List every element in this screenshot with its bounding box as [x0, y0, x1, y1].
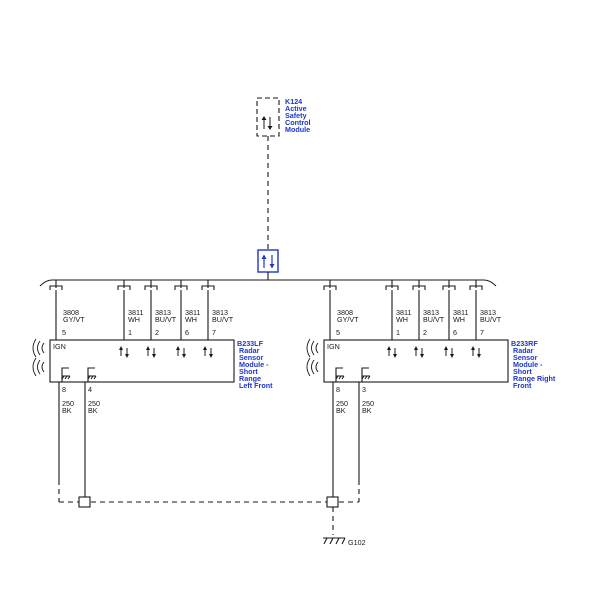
k124-label-line: Module: [285, 125, 310, 134]
right-pin-number: 7: [480, 328, 484, 337]
right-pin-color: BU/VT: [480, 315, 502, 324]
left-module-name-line: Left Front: [239, 381, 273, 390]
right-pin-circuit: 3813: [480, 308, 496, 317]
left-pin-color: BU/VT: [212, 315, 234, 324]
left-pin-color: BU/VT: [155, 315, 177, 324]
right-pin-circuit: 3808: [337, 308, 353, 317]
splice-pack[interactable]: [78, 496, 91, 508]
left-pin-number: 1: [128, 328, 132, 337]
right-ign-label: IGN: [327, 342, 340, 351]
left-bottom-color: BK: [62, 406, 72, 415]
right-top-wires: [323, 280, 483, 340]
left-pin-circuit: 3813: [155, 308, 171, 317]
left-pin-color: WH: [185, 315, 197, 324]
bidirectional-arrow-icon: [257, 249, 279, 273]
right-module-name-line: Range Right: [513, 374, 556, 383]
right-bottom-circuit: 250: [362, 399, 374, 408]
bidirectional-arrow-icon: [387, 346, 397, 358]
right-bottom-pin: 3: [362, 385, 366, 394]
radar-wave-icon: [32, 357, 45, 377]
left-module-name-line: Short: [239, 367, 258, 376]
k124-module[interactable]: K124 Active Safety Control Module: [256, 97, 311, 137]
left-module-name-line: B233LF: [237, 339, 264, 348]
right-module-name-line: Short: [513, 367, 532, 376]
left-pin-number: 5: [62, 328, 66, 337]
left-bottom-color: BK: [88, 406, 98, 415]
right-pin-number: 2: [423, 328, 427, 337]
ground-symbol-icon: [61, 367, 71, 382]
bidirectional-arrow-icon: [471, 346, 481, 358]
left-module-name-line: Radar: [239, 346, 260, 355]
left-module-name-line: Sensor: [239, 353, 264, 362]
left-bottom-circuit: 250: [62, 399, 74, 408]
radar-wave-icon: [306, 357, 319, 377]
left-module-name-line: Range: [239, 374, 261, 383]
right-pin-number: 5: [336, 328, 340, 337]
left-bottom-circuit: 250: [88, 399, 100, 408]
right-pin-circuit: 3813: [423, 308, 439, 317]
left-pin-circuit: 3811: [185, 308, 200, 317]
k124-label-line: K124: [285, 97, 302, 106]
left-pin-number: 6: [185, 328, 189, 337]
right-pin-color: GY/VT: [337, 315, 359, 324]
ground-symbol-icon: [87, 367, 97, 382]
splice-pack[interactable]: [326, 496, 339, 508]
left-pin-color: WH: [128, 315, 140, 324]
bidirectional-arrow-icon: [176, 346, 186, 358]
bidirectional-arrow-icon: [146, 346, 156, 358]
right-bottom-pin: 8: [336, 385, 340, 394]
k124-box: [256, 97, 280, 137]
right-bottom-circuit: 250: [336, 399, 348, 408]
ground-symbol-icon: [361, 367, 371, 382]
left-module-name-line: Module -: [239, 360, 269, 369]
left-bottom-pin: 8: [62, 385, 66, 394]
ground-symbol-icon: [335, 367, 345, 382]
left-pin-circuit: 3808: [63, 308, 79, 317]
radar-wave-icon: [32, 338, 45, 358]
ground-g102[interactable]: G102: [323, 537, 366, 547]
right-module-name-line: B233RF: [511, 339, 538, 348]
serial-data-link-icon[interactable]: [257, 249, 279, 273]
right-bottom-color: BK: [362, 406, 372, 415]
right-pin-circuit: 3811: [396, 308, 411, 317]
data-bus-bar: [39, 279, 497, 287]
left-bottom-pin: 4: [88, 385, 92, 394]
right-bottom-color: BK: [336, 406, 346, 415]
left-pin-color: GY/VT: [63, 315, 85, 324]
left-pin-circuit: 3813: [212, 308, 228, 317]
bidirectional-arrow-icon: [203, 346, 213, 358]
left-pin-number: 7: [212, 328, 216, 337]
k124-label-line: Control: [285, 118, 311, 127]
right-module-name-line: Front: [513, 381, 532, 390]
left-module-group: 3808 GY/VT 5 3811 WH 1 3813 BU/VT 2 3811…: [32, 280, 273, 502]
bidirectional-arrow-icon: [414, 346, 424, 358]
left-pin-circuit: 3811: [128, 308, 143, 317]
right-pin-number: 6: [453, 328, 457, 337]
k124-label-line: Active: [285, 104, 307, 113]
left-pin-number: 2: [155, 328, 159, 337]
bidirectional-arrow-icon: [119, 346, 129, 358]
left-module-box[interactable]: [49, 339, 235, 383]
right-pin-color: WH: [453, 315, 465, 324]
right-pin-color: BU/VT: [423, 315, 445, 324]
bidirectional-arrow-icon: [261, 116, 273, 130]
right-module-name-line: Module -: [513, 360, 543, 369]
ground-bus: [59, 496, 359, 535]
radar-wave-icon: [306, 338, 319, 358]
ground-symbol-icon: [323, 537, 346, 545]
right-module-name-line: Sensor: [513, 353, 538, 362]
right-module-group: 3808 GY/VT 5 3811 WH 1 3813 BU/VT 2 3811…: [306, 280, 556, 502]
k124-label-line: Safety: [285, 111, 307, 120]
right-pin-number: 1: [396, 328, 400, 337]
right-module-name-line: Radar: [513, 346, 534, 355]
left-top-wires: [49, 280, 215, 340]
right-pin-circuit: 3811: [453, 308, 468, 317]
right-pin-color: WH: [396, 315, 408, 324]
left-ign-label: IGN: [53, 342, 66, 351]
ground-label: G102: [348, 538, 366, 547]
bidirectional-arrow-icon: [444, 346, 454, 358]
